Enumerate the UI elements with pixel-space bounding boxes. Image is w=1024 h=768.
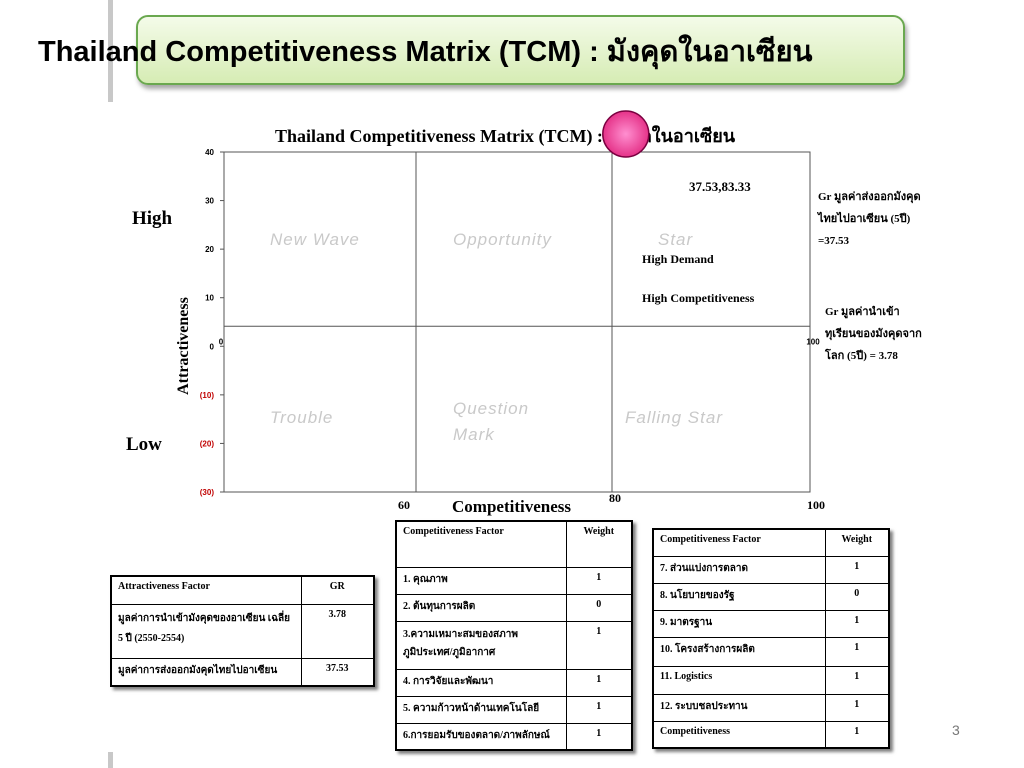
table-row: 6.การยอมรับของตลาด/ภาพลักษณ์ 1: [395, 722, 633, 751]
quadrant-question-mark: Question Mark: [453, 399, 530, 444]
table-cell: 9. มาตรฐาน: [652, 609, 826, 638]
annotation-high-demand: High Demand: [642, 252, 714, 266]
table-cell: มูลค่าการส่งออกมังคุดไทยไปอาเซียน: [110, 657, 302, 687]
y-tick-label: 20: [205, 245, 214, 254]
table-cell: 7. ส่วนแบ่งการตลาด: [652, 555, 826, 584]
table-row: 9. มาตรฐาน 1: [652, 609, 890, 638]
table-cell: 1: [824, 555, 890, 584]
x-tick-label-axis: 100: [806, 337, 820, 346]
note-gr-import: Gr มูลค่านำเข้าทุเรียนของมังคุดจากโลก (5…: [825, 306, 922, 362]
quadrant-star: Star: [658, 230, 694, 249]
y-tick-label: (20): [200, 439, 215, 448]
competitiveness-table-1: Competitiveness Factor Weight 1. คุณภาพ …: [395, 520, 633, 751]
y-tick-label: (30): [200, 488, 215, 497]
table-row: 4. การวิจัยและพัฒนา 1: [395, 668, 633, 697]
x-tick-label: 80: [609, 491, 621, 505]
point-data-label: 37.53,83.33: [689, 179, 751, 194]
table-cell: 1: [565, 695, 633, 724]
table-header-row: Competitiveness Factor Weight: [395, 520, 633, 568]
table-cell: 1: [824, 693, 890, 722]
table-cell: มูลค่าการนำเข้ามังคุดของอาเซียน เฉลี่ย 5…: [110, 603, 302, 659]
table-row: 1. คุณภาพ 1: [395, 566, 633, 595]
table-row: 8. นโยบายของรัฐ 0: [652, 582, 890, 611]
plot-border: [223, 151, 811, 493]
note-gr-export: Gr มูลค่าส่งออกมังคุดไทยไปอาเซียน (5ปี) …: [818, 191, 921, 247]
table-row: Competitiveness 1: [652, 720, 890, 749]
table-cell: 1: [565, 620, 633, 670]
table-row: 2. ต้นทุนการผลิต 0: [395, 593, 633, 622]
table-row: 5. ความก้าวหน้าด้านเทคโนโลยี 1: [395, 695, 633, 724]
table-row: 12. ระบบชลประทาน 1: [652, 693, 890, 722]
table-row: มูลค่าการส่งออกมังคุดไทยไปอาเซียน 37.53: [110, 657, 375, 687]
table-cell: 10. โครงสร้างการผลิต: [652, 636, 826, 667]
table-cell: 1: [824, 720, 890, 749]
table-cell: 5. ความก้าวหน้าด้านเทคโนโลยี: [395, 695, 567, 724]
table-row: 10. โครงสร้างการผลิต 1: [652, 636, 890, 667]
annotation-high-competitiveness: High Competitiveness: [642, 291, 755, 305]
title-banner: [136, 15, 905, 85]
page-number: 3: [952, 722, 960, 738]
data-point-bubble: [602, 110, 650, 158]
y-axis-label: Attractiveness: [175, 297, 192, 395]
table-cell: 8. นโยบายของรัฐ: [652, 582, 826, 611]
header-weight: Weight: [565, 520, 633, 568]
table-cell: 1: [824, 609, 890, 638]
plot-area: [223, 151, 811, 493]
table-row: 11. Logistics 1: [652, 665, 890, 695]
y-tick-label: 30: [205, 197, 214, 206]
y-tick-label: 10: [205, 294, 214, 303]
table-cell: Competitiveness: [652, 720, 826, 749]
table-cell: 6.การยอมรับของตลาด/ภาพลักษณ์: [395, 722, 567, 751]
y-tick-label: 40: [205, 148, 214, 157]
table-cell: 1. คุณภาพ: [395, 566, 567, 595]
header-weight: Weight: [824, 528, 890, 557]
header-factor: Competitiveness Factor: [395, 520, 567, 568]
table-cell: 3.ความเหมาะสมของสภาพภูมิประเทศ/ภูมิอากาศ: [395, 620, 567, 670]
table-cell: 1: [824, 636, 890, 667]
header-factor: Competitiveness Factor: [652, 528, 826, 557]
y-tick-label: (10): [200, 391, 215, 400]
data-points: [602, 110, 650, 158]
table-cell: 0: [824, 582, 890, 611]
table-cell: 3.78: [300, 603, 375, 659]
x-axis-label: Competitiveness: [452, 497, 571, 516]
quadrant-trouble: Trouble: [270, 408, 334, 427]
table-cell: 1: [565, 722, 633, 751]
table-cell: 1: [565, 566, 633, 595]
table-cell: 12. ระบบชลประทาน: [652, 693, 826, 722]
y-level-low: Low: [126, 434, 162, 455]
competitiveness-table-2: Competitiveness Factor Weight 7. ส่วนแบ่…: [652, 528, 890, 749]
table-cell: 4. การวิจัยและพัฒนา: [395, 668, 567, 697]
decorative-bar-bottom: [108, 752, 113, 768]
table-header-row: Competitiveness Factor Weight: [652, 528, 890, 557]
quadrant-opportunity: Opportunity: [453, 230, 552, 249]
decorative-bar-top: [108, 0, 113, 102]
table-cell: 1: [824, 665, 890, 695]
slide-title: Thailand Competitiveness Matrix (TCM) : …: [38, 36, 813, 68]
table-header-row: Attractiveness Factor GR: [110, 575, 375, 605]
table-row: 7. ส่วนแบ่งการตลาด 1: [652, 555, 890, 584]
y-tick-label: 0: [210, 342, 215, 351]
table-cell: 1: [565, 668, 633, 697]
quadrant-falling-star: Falling Star: [625, 408, 723, 427]
table-cell: 2. ต้นทุนการผลิต: [395, 593, 567, 622]
x-tick-label: 100: [807, 498, 825, 512]
attractiveness-table: Attractiveness Factor GR มูลค่าการนำเข้า…: [110, 575, 375, 687]
table-cell: 37.53: [300, 657, 375, 687]
table-cell: 0: [565, 593, 633, 622]
x-tick-label: 60: [398, 498, 410, 512]
x-tick-label-axis: 0: [219, 337, 224, 346]
quadrant-new-wave: New Wave: [270, 230, 360, 249]
table-row: 3.ความเหมาะสมของสภาพภูมิประเทศ/ภูมิอากาศ…: [395, 620, 633, 670]
table-cell: 11. Logistics: [652, 665, 826, 695]
header-gr: GR: [300, 575, 375, 605]
table-row: มูลค่าการนำเข้ามังคุดของอาเซียน เฉลี่ย 5…: [110, 603, 375, 659]
y-level-high: High: [132, 208, 173, 229]
header-factor: Attractiveness Factor: [110, 575, 302, 605]
